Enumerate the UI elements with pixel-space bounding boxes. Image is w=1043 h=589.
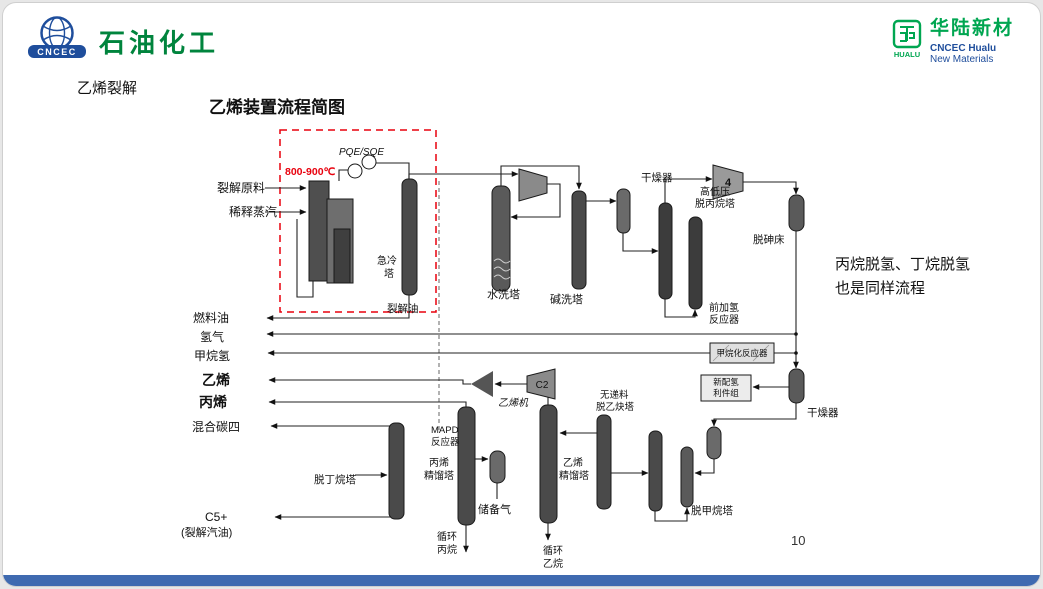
- flow-lines: [265, 162, 799, 553]
- label-h2-unit-2: 利件组: [713, 388, 739, 398]
- label-furnace-temp: 800-900℃: [285, 166, 336, 178]
- cncec-logo-icon: CNCEC: [28, 16, 86, 58]
- label-mixed-c4: 混合碳四: [192, 419, 240, 434]
- process-flow-diagram: 800-900℃ PQE/SQE 裂解原料 稀释蒸汽 急冷 塔 裂解油 水洗塔 …: [181, 129, 839, 570]
- label-c2-compressor: C2: [536, 380, 549, 391]
- mapd-reactor-vessel: [489, 450, 506, 484]
- water-wash-tower-vessel: [491, 185, 511, 292]
- label-quench-tower-1: 急冷: [377, 254, 397, 267]
- label-arsenic-bed: 脱砷床: [753, 233, 785, 246]
- label-demethanizer: 脱甲烷塔: [691, 504, 733, 517]
- label-caustic-wash-tower: 碱洗塔: [550, 293, 583, 306]
- bottom-accent-bar: [3, 575, 1040, 586]
- depropanizer-vessel-1: [658, 202, 673, 300]
- label-recycle-propane-2: 丙烷: [437, 543, 457, 556]
- label-feed: 裂解原料: [217, 181, 265, 195]
- dryer-1-vessel: [616, 188, 631, 234]
- label-h2-unit-1: 新配氢: [713, 377, 739, 387]
- label-propylene-tower-2: 精馏塔: [424, 469, 454, 482]
- label-mapd-2: 反应器: [431, 436, 460, 448]
- label-ethylene-tower-1: 乙烯: [563, 456, 583, 469]
- hualu-subtitle-en1: CNCEC Hualu: [929, 42, 997, 54]
- hualu-name: 华陆新材: [929, 18, 1014, 39]
- side-note-line2: 也是同样流程: [835, 280, 926, 297]
- label-depropanizer-2: 脱丙烷塔: [695, 197, 735, 210]
- label-quench-exchanger: PQE/SQE: [339, 147, 384, 158]
- label-depropanizer-1: 高低压: [700, 185, 730, 198]
- quench-exchanger-2: [361, 154, 377, 170]
- side-note-line1: 丙烷脱氢、丁烷脱氢: [835, 256, 971, 273]
- quench-tower-vessel: [401, 178, 418, 296]
- caustic-wash-tower-vessel: [571, 190, 587, 290]
- label-ethylene-product: 乙烯: [202, 372, 230, 388]
- arsenic-removal-bed-vessel: [788, 194, 805, 232]
- cncec-logo-text: CNCEC: [37, 47, 77, 57]
- label-hydrogen: 氢气: [200, 329, 224, 344]
- label-cracked-oil: 裂解油: [387, 302, 419, 315]
- label-front-hydro-1: 前加氢: [709, 301, 739, 314]
- hualu-subtitle-en2: New Materials: [929, 53, 994, 65]
- side-note: 丙烷脱氢、丁烷脱氢 也是同样流程: [835, 253, 970, 301]
- quench-exchanger-1: [347, 163, 363, 179]
- label-ethylene-tower-2: 精馏塔: [559, 469, 589, 482]
- demethanizer-vessel-2: [680, 446, 694, 508]
- methanation-reactor-box: [709, 342, 775, 364]
- brand-title: 石油化工: [99, 29, 220, 58]
- label-recycle-ethane-1: 循环: [543, 544, 563, 557]
- label-front-hydro-2: 反应器: [709, 313, 739, 326]
- cracking-furnace: [308, 180, 354, 284]
- diagram-title: 乙烯装置流程简图: [209, 98, 345, 117]
- section-title: 乙烯裂解: [77, 80, 138, 97]
- guard-vessel: [706, 426, 722, 460]
- label-dryer-1: 干燥器: [641, 172, 673, 184]
- label-propylene-tower-1: 丙烯: [429, 456, 449, 469]
- ethylene-tower-vessel: [539, 404, 558, 524]
- label-water-wash-tower: 水洗塔: [487, 288, 520, 301]
- label-recycle-ethane-2: 乙烷: [543, 557, 563, 570]
- label-propylene-product: 丙烯: [199, 394, 227, 410]
- expander-icon: [471, 371, 493, 397]
- label-acetylene-tower-2: 脱乙炔塔: [596, 401, 635, 413]
- page-number: 10: [791, 533, 806, 548]
- acetylene-tower-vessel: [596, 414, 612, 510]
- label-dilution-steam: 稀释蒸汽: [229, 204, 277, 219]
- label-ethylene-compressor: 乙烯机: [498, 397, 529, 409]
- label-methanation-reactor: 甲烷化反应器: [716, 348, 768, 358]
- label-dryer-2: 干燥器: [807, 407, 839, 419]
- label-methane-hydrogen: 甲烷氢: [194, 348, 230, 363]
- label-c5-plus: C5+: [205, 510, 227, 524]
- label-mapd-1: MAPD: [431, 425, 459, 436]
- label-recycle-propane-1: 循环: [437, 530, 457, 543]
- furnace-highlight-box: [279, 129, 437, 313]
- hydrogen-unit-box: [700, 374, 752, 402]
- diagram-labels: 800-900℃ PQE/SQE 裂解原料 稀释蒸汽 急冷 塔 裂解油 水洗塔 …: [181, 147, 839, 570]
- label-quench-tower-2: 塔: [384, 267, 394, 280]
- label-acetylene-tower-1: 无递料: [600, 389, 629, 401]
- hualu-logo-icon: HUALU: [892, 19, 922, 59]
- header-left: CNCEC 石油化工: [27, 15, 219, 63]
- equipment: [308, 154, 805, 526]
- label-compressor-stage: 4: [725, 177, 732, 189]
- depropanizer-vessel-2: [688, 216, 703, 310]
- compressor-stage-4: [712, 164, 744, 200]
- label-reserve-gas: 储备气: [478, 502, 511, 516]
- demethanizer-vessel-1: [648, 430, 663, 512]
- cracked-gas-compressor: [518, 168, 548, 202]
- label-debutanizer: 脱丁烷塔: [314, 473, 356, 486]
- propylene-tower-vessel: [457, 406, 476, 526]
- label-fuel-oil: 燃料油: [193, 310, 229, 325]
- header-right: HUALU 华陆新材 CNCEC Hualu New Materials: [892, 18, 1014, 65]
- label-cracked-gasoline: (裂解汽油): [181, 525, 232, 539]
- debutanizer-vessel: [388, 422, 405, 520]
- c2-compressor: [526, 368, 556, 400]
- dryer-2-vessel: [788, 368, 805, 404]
- hualu-icon-text: HUALU: [894, 50, 920, 59]
